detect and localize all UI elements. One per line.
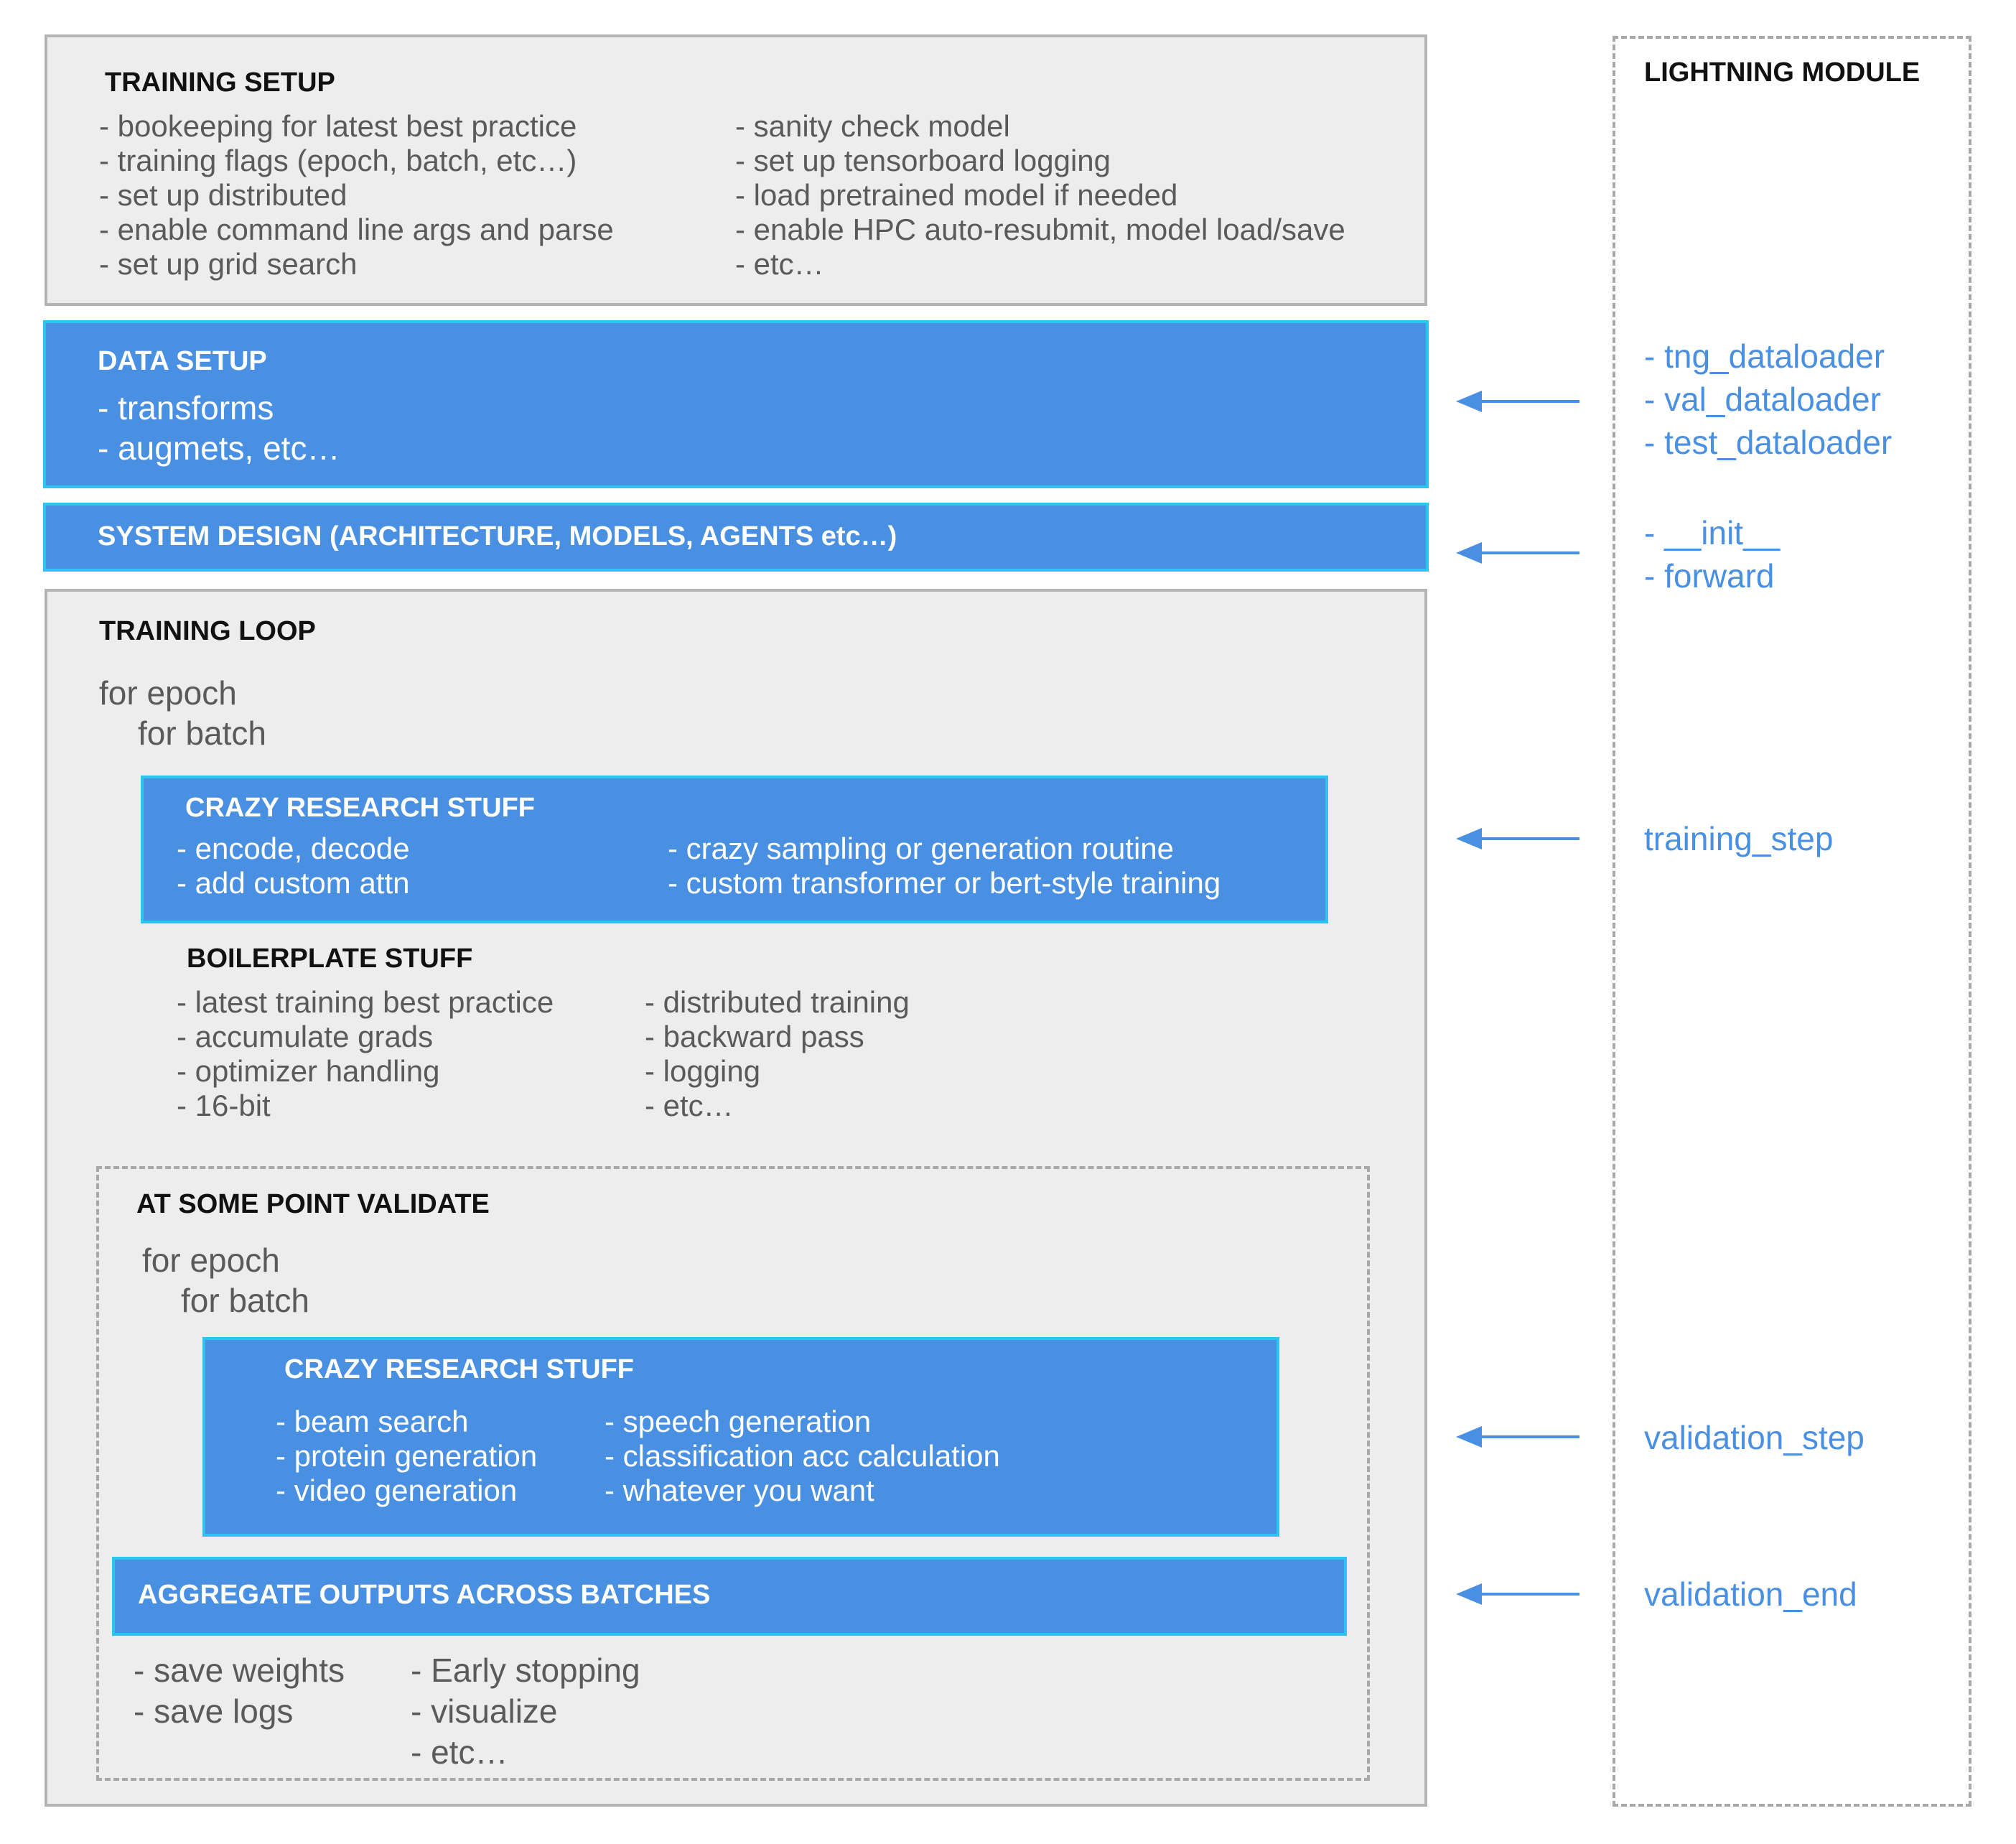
data-setup-list: - transforms - augmets, etc… xyxy=(98,388,340,468)
validate-box: AT SOME POINT VALIDATE for epoch for bat… xyxy=(96,1166,1370,1781)
arrow-left-icon xyxy=(1456,391,1579,412)
training-setup-left-list: - bookeeping for latest best practice - … xyxy=(99,109,614,281)
hook-forward: - forward xyxy=(1644,557,1775,595)
list-item: - etc… xyxy=(735,247,824,281)
after-validation-right-list: - Early stopping - visualize - etc… xyxy=(411,1650,640,1773)
list-item: - etc… xyxy=(411,1733,508,1771)
list-item: - augmets, etc… xyxy=(98,429,340,467)
training-loop-title: TRAINING LOOP xyxy=(99,616,316,646)
lightning-module-title: LIGHTNING MODULE xyxy=(1644,57,1921,88)
training-crazy-research-title: CRAZY RESEARCH STUFF xyxy=(185,793,535,823)
training-setup-box: TRAINING SETUP - bookeeping for latest b… xyxy=(45,34,1427,306)
training-loop-box: TRAINING LOOP for epoch for batch CRAZY … xyxy=(45,589,1427,1807)
validate-for-batch-label: for batch xyxy=(181,1282,309,1319)
validate-crazy-left-list: - beam search - protein generation - vid… xyxy=(276,1405,537,1508)
list-item: - save logs xyxy=(134,1692,294,1730)
training-setup-right-list: - sanity check model - set up tensorboar… xyxy=(735,109,1345,281)
list-item: - optimizer handling xyxy=(177,1054,440,1088)
list-item: - enable HPC auto-resubmit, model load/s… xyxy=(735,213,1345,246)
list-item: - whatever you want xyxy=(605,1473,874,1507)
arrow-left-icon xyxy=(1456,1583,1579,1605)
hook-validation-step: validation_step xyxy=(1644,1419,1865,1456)
list-item: - accumulate grads xyxy=(177,1020,434,1053)
training-setup-title: TRAINING SETUP xyxy=(105,67,335,98)
validate-for-epoch-label: for epoch xyxy=(142,1242,280,1279)
list-item: - classification acc calculation xyxy=(605,1439,1000,1473)
system-design-box: SYSTEM DESIGN (ARCHITECTURE, MODELS, AGE… xyxy=(43,503,1429,572)
hook-val-dataloader: - val_dataloader xyxy=(1644,381,1881,418)
training-crazy-left-list: - encode, decode - add custom attn xyxy=(177,832,410,900)
training-crazy-research-box: CRAZY RESEARCH STUFF - encode, decode - … xyxy=(141,776,1328,923)
list-item: - distributed training xyxy=(645,985,910,1019)
arrow-left-icon xyxy=(1456,542,1579,564)
system-design-title: SYSTEM DESIGN (ARCHITECTURE, MODELS, AGE… xyxy=(98,521,897,551)
aggregate-box: AGGREGATE OUTPUTS ACROSS BATCHES xyxy=(112,1557,1347,1636)
list-item: - transforms xyxy=(98,389,274,427)
list-item: - set up tensorboard logging xyxy=(735,144,1111,177)
for-batch-label: for batch xyxy=(138,714,266,752)
list-item: - beam search xyxy=(276,1405,469,1438)
boilerplate-title: BOILERPLATE STUFF xyxy=(187,944,473,974)
list-item: - etc… xyxy=(645,1089,734,1122)
list-item: - encode, decode xyxy=(177,832,410,865)
lightning-module-box: LIGHTNING MODULE xyxy=(1613,36,1971,1807)
list-item: - visualize xyxy=(411,1692,558,1730)
list-item: - bookeeping for latest best practice xyxy=(99,109,577,143)
validate-title: AT SOME POINT VALIDATE xyxy=(136,1189,490,1219)
list-item: - training flags (epoch, batch, etc…) xyxy=(99,144,577,177)
list-item: - 16-bit xyxy=(177,1089,271,1122)
boilerplate-right-list: - distributed training - backward pass -… xyxy=(645,985,910,1123)
for-epoch-label: for epoch xyxy=(99,674,237,712)
list-item: - load pretrained model if needed xyxy=(735,178,1178,212)
training-crazy-right-list: - crazy sampling or generation routine -… xyxy=(668,832,1221,900)
list-item: - set up distributed xyxy=(99,178,347,212)
hook-validation-end: validation_end xyxy=(1644,1575,1857,1613)
list-item: - crazy sampling or generation routine xyxy=(668,832,1175,865)
list-item: - logging xyxy=(645,1054,761,1088)
arrow-left-icon xyxy=(1456,1426,1579,1448)
validate-crazy-research-title: CRAZY RESEARCH STUFF xyxy=(284,1354,634,1384)
data-setup-box: DATA SETUP - transforms - augmets, etc… xyxy=(43,320,1429,488)
after-validation-left-list: - save weights - save logs xyxy=(134,1650,345,1732)
boilerplate-left-list: - latest training best practice - accumu… xyxy=(177,985,554,1123)
list-item: - video generation xyxy=(276,1473,518,1507)
aggregate-title: AGGREGATE OUTPUTS ACROSS BATCHES xyxy=(138,1580,711,1610)
validate-crazy-research-box: CRAZY RESEARCH STUFF - beam search - pro… xyxy=(202,1337,1279,1537)
list-item: - custom transformer or bert-style train… xyxy=(668,866,1221,900)
hook-init: - __init__ xyxy=(1644,514,1781,551)
hook-test-dataloader: - test_dataloader xyxy=(1644,424,1893,461)
list-item: - set up grid search xyxy=(99,247,358,281)
validate-crazy-right-list: - speech generation - classification acc… xyxy=(605,1405,1000,1508)
list-item: - add custom attn xyxy=(177,866,410,900)
data-setup-title: DATA SETUP xyxy=(98,346,267,376)
hook-tng-dataloader: - tng_dataloader xyxy=(1644,337,1885,375)
list-item: - save weights xyxy=(134,1652,345,1689)
hook-training-step: training_step xyxy=(1644,820,1834,857)
list-item: - Early stopping xyxy=(411,1652,640,1689)
list-item: - protein generation xyxy=(276,1439,538,1473)
list-item: - speech generation xyxy=(605,1405,872,1438)
list-item: - latest training best practice xyxy=(177,985,554,1019)
arrow-left-icon xyxy=(1456,828,1579,849)
list-item: - backward pass xyxy=(645,1020,864,1053)
list-item: - enable command line args and parse xyxy=(99,213,614,246)
list-item: - sanity check model xyxy=(735,109,1010,143)
